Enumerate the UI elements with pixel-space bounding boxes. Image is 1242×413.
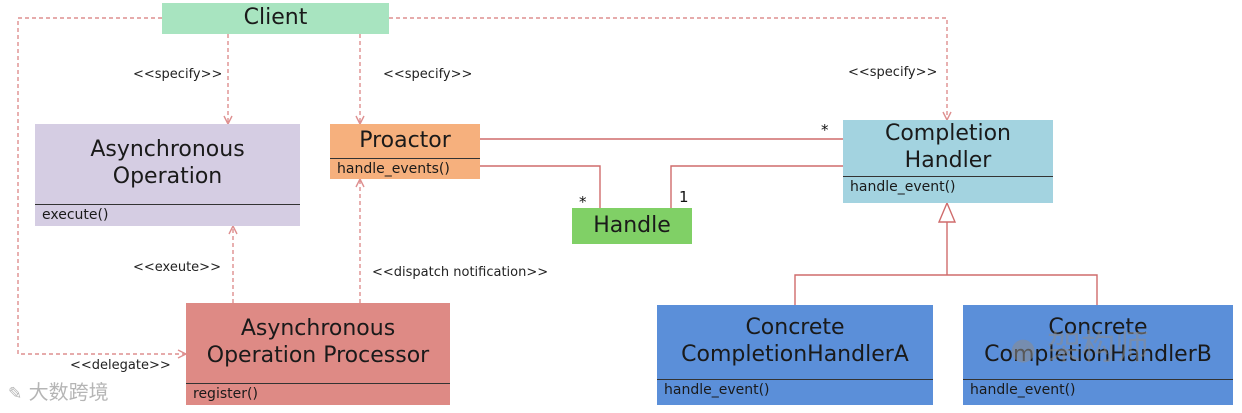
wechat-icon: ● (1010, 332, 1037, 367)
specify-label-completion-handler: <<specify>> (848, 65, 938, 80)
specify-label-async-op: <<specify>> (133, 67, 223, 82)
generalization-arrowhead (937, 201, 957, 223)
proactor-class: Proactor handle_events() (330, 124, 480, 179)
watermark-left-logo-icon: ✎ (8, 384, 23, 404)
completion-handler-title: Completion Handler (884, 121, 1011, 173)
async-operation-method: execute() (35, 204, 300, 226)
async-operation-processor-class: Asynchronous Operation Processor registe… (186, 303, 450, 405)
specify-label-proactor: <<specify>> (383, 67, 473, 82)
concrete-a-title: Concrete CompletionHandlerA (681, 315, 909, 367)
multiplicity-proactor-handle: * (579, 193, 587, 211)
delegate-dependency (17, 17, 186, 354)
proactor-title: Proactor (359, 127, 451, 153)
dispatch-notification-label: <<dispatch notification>> (372, 265, 549, 280)
completion-handler-class: Completion Handler handle_event() (843, 120, 1053, 203)
watermark-left-text: 大数跨境 (28, 380, 109, 404)
multiplicity-proactor-handler: * (821, 121, 829, 139)
concrete-handler-a-class: Concrete CompletionHandlerA handle_event… (657, 305, 933, 405)
generalization-branch (794, 274, 1098, 305)
specify-dependency-completion-handler (389, 17, 947, 120)
completion-handler-method: handle_event() (843, 176, 1053, 203)
concrete-b-title: Concrete CompletionHandlerB (984, 315, 1212, 367)
proactor-method: handle_events() (330, 158, 480, 179)
processor-method: register() (186, 383, 450, 405)
client-title: Client (243, 5, 308, 31)
async-operation-class: Asynchronous Operation execute() (35, 124, 300, 226)
handle-class: Handle (572, 208, 692, 244)
exeute-label: <<exeute>> (133, 260, 221, 275)
client-class: Client (162, 3, 389, 34)
concrete-b-method: handle_event() (963, 379, 1233, 405)
processor-title: Asynchronous Operation Processor (206, 316, 430, 368)
handle-title: Handle (593, 212, 671, 238)
association-handler-handle (670, 165, 843, 208)
watermark-right: ● 架构师 (1010, 320, 1149, 369)
watermark-right-text: 架构师 (1047, 328, 1149, 368)
async-operation-title: Asynchronous Operation (90, 137, 245, 189)
association-proactor-handle (480, 165, 601, 208)
multiplicity-handler-handle: 1 (679, 188, 689, 206)
concrete-a-method: handle_event() (657, 379, 933, 405)
delegate-label: <<delegate>> (70, 358, 171, 373)
watermark-left: ✎ 大数跨境 (8, 376, 109, 405)
concrete-handler-b-class: Concrete CompletionHandlerB handle_event… (963, 305, 1233, 405)
